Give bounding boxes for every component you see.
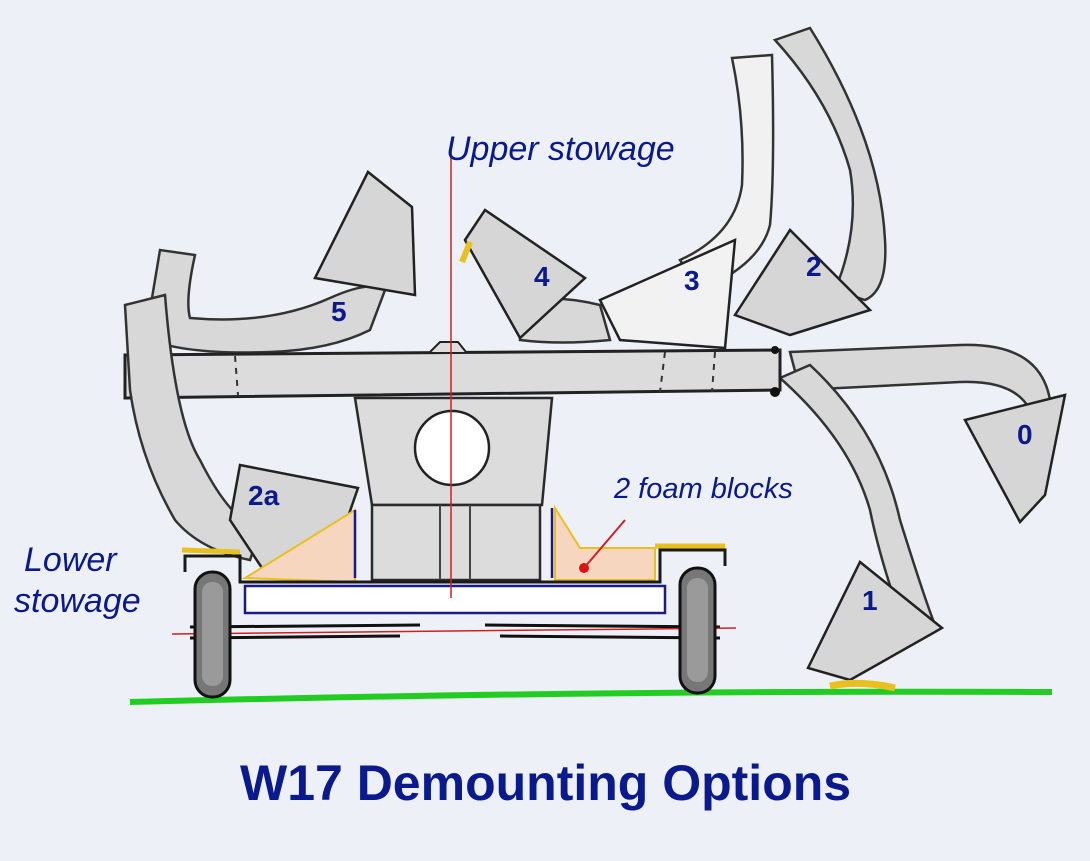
hull-porthole	[413, 409, 491, 487]
beam-nub	[429, 341, 467, 353]
pod-5	[313, 170, 417, 297]
hull-base	[370, 503, 542, 582]
pad-4	[459, 240, 473, 264]
pod-2	[733, 228, 873, 337]
lower-stowage-label-line1: Lower	[24, 541, 118, 579]
pod-4	[463, 208, 588, 340]
diagram-title: W17 Demounting Options	[240, 755, 851, 811]
arm-2	[772, 26, 887, 302]
upper-stowage-label: Upper stowage	[446, 130, 675, 168]
foam-leader	[583, 519, 626, 569]
axle-center-line	[171, 627, 737, 635]
position-3-label: 3	[684, 265, 700, 296]
position-0-label: 0	[1017, 419, 1033, 450]
trailer-frame	[183, 548, 727, 584]
pad-1	[829, 679, 896, 692]
position-1-label: 1	[862, 585, 878, 616]
lower-stowage-label-line2: stowage	[14, 582, 141, 620]
pod-1	[806, 560, 945, 682]
main-beam	[123, 348, 782, 400]
position-4-label: 4	[534, 261, 550, 292]
pod-3	[598, 237, 737, 350]
trailer-deck	[243, 584, 667, 615]
foam-blocks-label: 2 foam blocks	[613, 473, 793, 505]
position-5-label: 5	[331, 296, 347, 327]
ground-line	[129, 688, 1053, 705]
wheel-right-rim	[687, 578, 708, 682]
trailer-yellow-pad-left	[181, 547, 241, 555]
beam-node	[771, 346, 779, 354]
wheel-left-rim	[202, 582, 223, 686]
position-2a-label: 2a	[248, 480, 280, 511]
foam-block-right	[554, 504, 656, 581]
pod-0	[963, 393, 1067, 525]
position-2-label: 2	[806, 251, 822, 282]
beam-pivot	[770, 387, 780, 397]
